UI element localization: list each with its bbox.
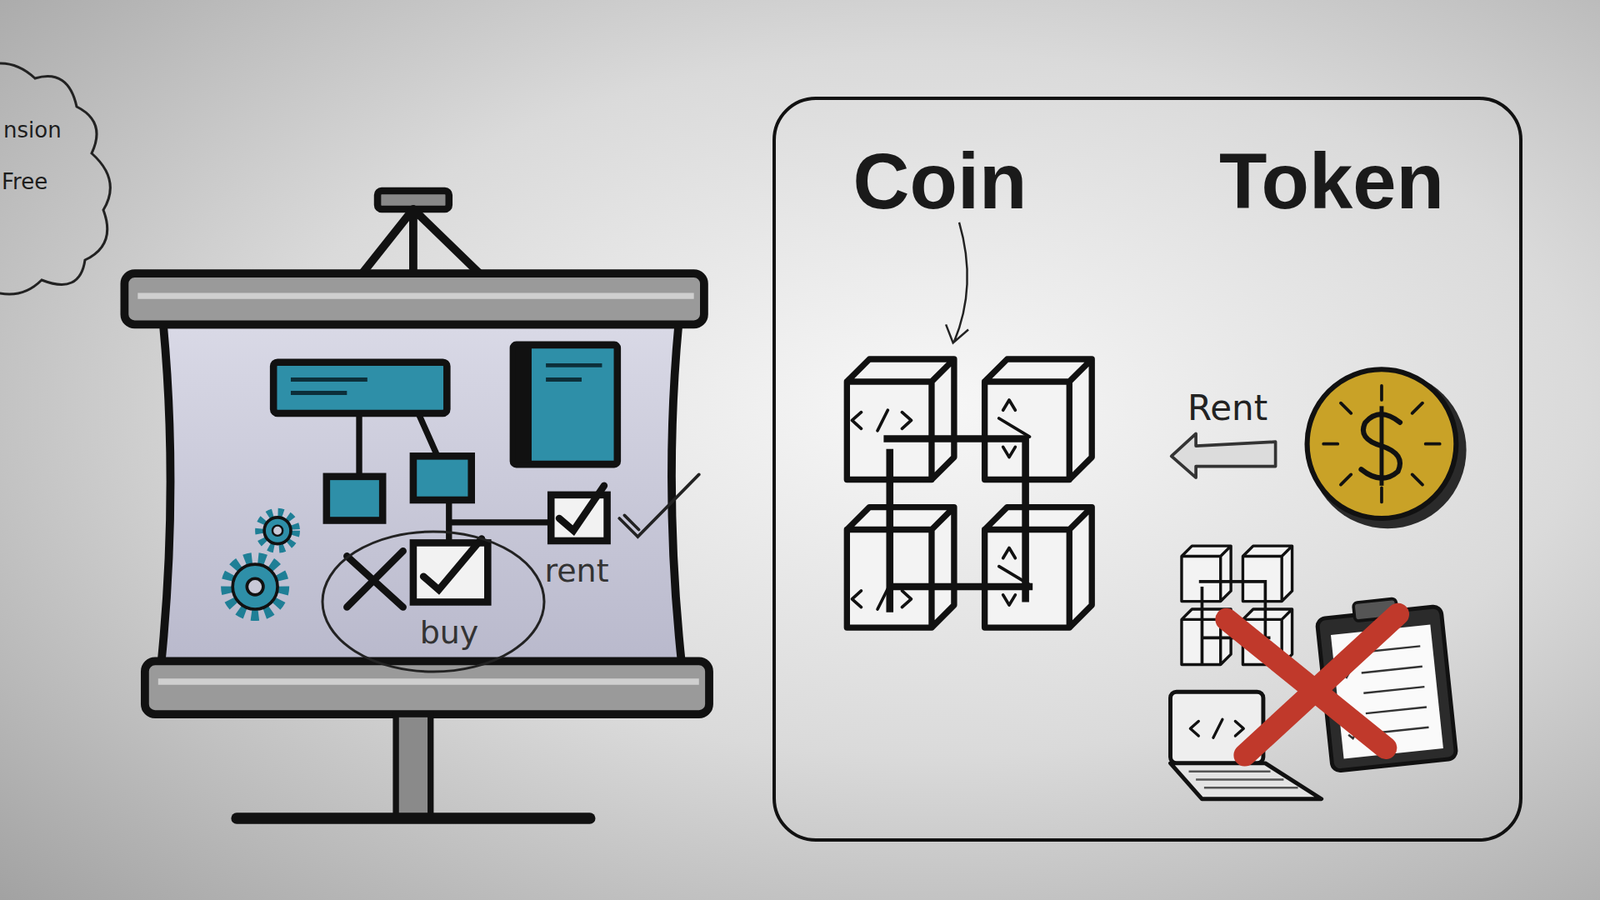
gold-coin: [1307, 369, 1467, 529]
option-label: rent: [544, 554, 609, 590]
node-text: nsion: [3, 118, 62, 143]
ellipse-outline: [320, 530, 546, 674]
choice-ellipse: buy: [320, 530, 546, 674]
red-cross: [1226, 614, 1399, 755]
node-text: Token: [1219, 138, 1445, 225]
comparison-panel: Coin Token: [772, 96, 1523, 842]
node-text: buy: [420, 615, 480, 651]
cloud-path: [0, 63, 110, 295]
rent-arrow: [1171, 433, 1276, 478]
node-text: Coin: [853, 138, 1028, 225]
projector-screen: [124, 190, 710, 819]
thought-cloud: nsionFree: [0, 63, 128, 291]
gears: [227, 513, 295, 615]
node-text: Free: [1, 170, 48, 195]
arrow-label: Rent: [1187, 389, 1268, 428]
blockchain: [846, 359, 1092, 628]
pointer-arrow: [945, 222, 969, 343]
ellipse-path: [322, 531, 545, 672]
